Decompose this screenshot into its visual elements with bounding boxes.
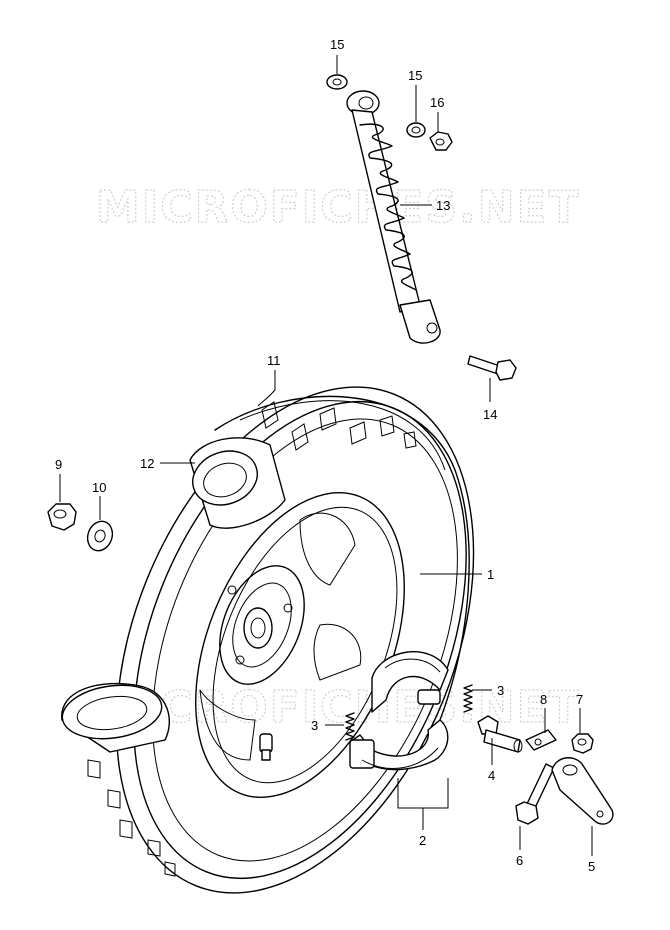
callout-2: 2 bbox=[419, 833, 426, 848]
callout-15-upper: 15 bbox=[330, 37, 344, 52]
callout-13: 13 bbox=[436, 198, 450, 213]
bolt-6 bbox=[515, 763, 555, 825]
callout-9: 9 bbox=[55, 457, 62, 472]
watermark-top: MICROFICHES.NET bbox=[96, 182, 581, 233]
callout-7: 7 bbox=[576, 692, 583, 707]
tire-valve bbox=[259, 733, 273, 761]
washer-15-upper bbox=[326, 74, 348, 90]
callout-1: 1 bbox=[487, 567, 494, 582]
washer-15-lower bbox=[406, 122, 426, 138]
rear-shock-absorber bbox=[346, 90, 441, 344]
rear-tire bbox=[87, 386, 475, 894]
callout-16: 16 bbox=[430, 95, 444, 110]
callout-11: 11 bbox=[267, 353, 281, 368]
nut-9 bbox=[47, 503, 77, 531]
brake-cam-4 bbox=[477, 715, 523, 753]
callout-3-right: 3 bbox=[497, 683, 504, 698]
bolt-14 bbox=[467, 355, 517, 381]
leader-lines bbox=[59, 55, 593, 856]
callout-numbers: 15 15 16 13 14 11 12 9 10 1 3 3 8 7 4 2 … bbox=[55, 37, 595, 874]
brake-spring-right bbox=[463, 684, 473, 713]
callout-6: 6 bbox=[516, 853, 523, 868]
callout-5: 5 bbox=[588, 859, 595, 874]
callout-8: 8 bbox=[540, 692, 547, 707]
callout-10: 10 bbox=[92, 480, 106, 495]
nut-7 bbox=[571, 733, 594, 754]
brake-spring-left bbox=[345, 712, 355, 741]
indicator-plate-8 bbox=[525, 729, 557, 751]
nut-16 bbox=[429, 131, 453, 151]
tire-section-bottom bbox=[61, 682, 170, 753]
callout-15-lower: 15 bbox=[408, 68, 422, 83]
callout-4: 4 bbox=[488, 768, 495, 783]
brake-cam-lever-5 bbox=[551, 757, 614, 825]
washer-10 bbox=[86, 520, 114, 552]
brake-shoe-lower bbox=[349, 719, 449, 771]
tire-section-top bbox=[189, 437, 286, 529]
callout-14: 14 bbox=[483, 407, 497, 422]
callout-12: 12 bbox=[140, 456, 154, 471]
brake-shoe-upper bbox=[371, 651, 449, 713]
callout-3-left: 3 bbox=[311, 718, 318, 733]
